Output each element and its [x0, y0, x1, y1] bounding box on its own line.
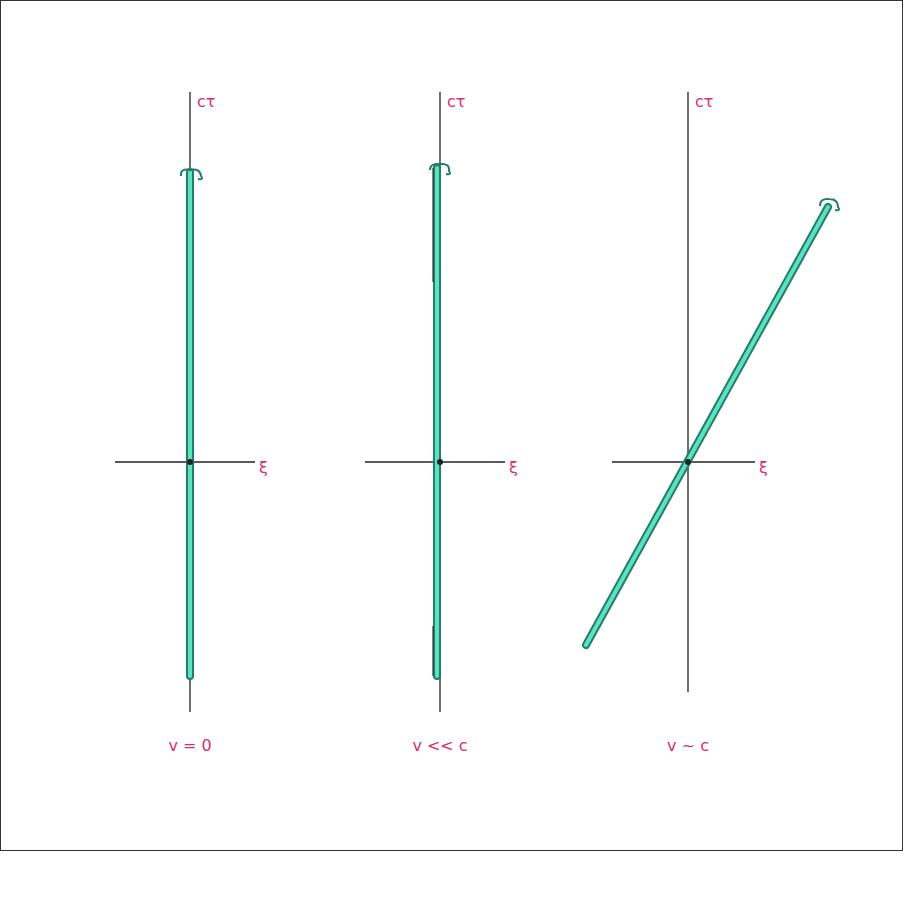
frame: [1, 1, 903, 851]
axis-label: ξ: [259, 460, 268, 476]
axis-label: ξ: [759, 460, 768, 476]
axis-label: cτ: [695, 94, 713, 110]
velocity-label: v << c: [412, 738, 467, 754]
axis-label: ξ: [509, 460, 518, 476]
world-rods: [181, 164, 839, 676]
axis-label: cτ: [197, 94, 215, 110]
velocity-label: v ~ c: [667, 738, 709, 754]
axis-label: cτ: [447, 94, 465, 110]
velocity-label: v = 0: [168, 738, 211, 754]
axes: [115, 92, 755, 712]
